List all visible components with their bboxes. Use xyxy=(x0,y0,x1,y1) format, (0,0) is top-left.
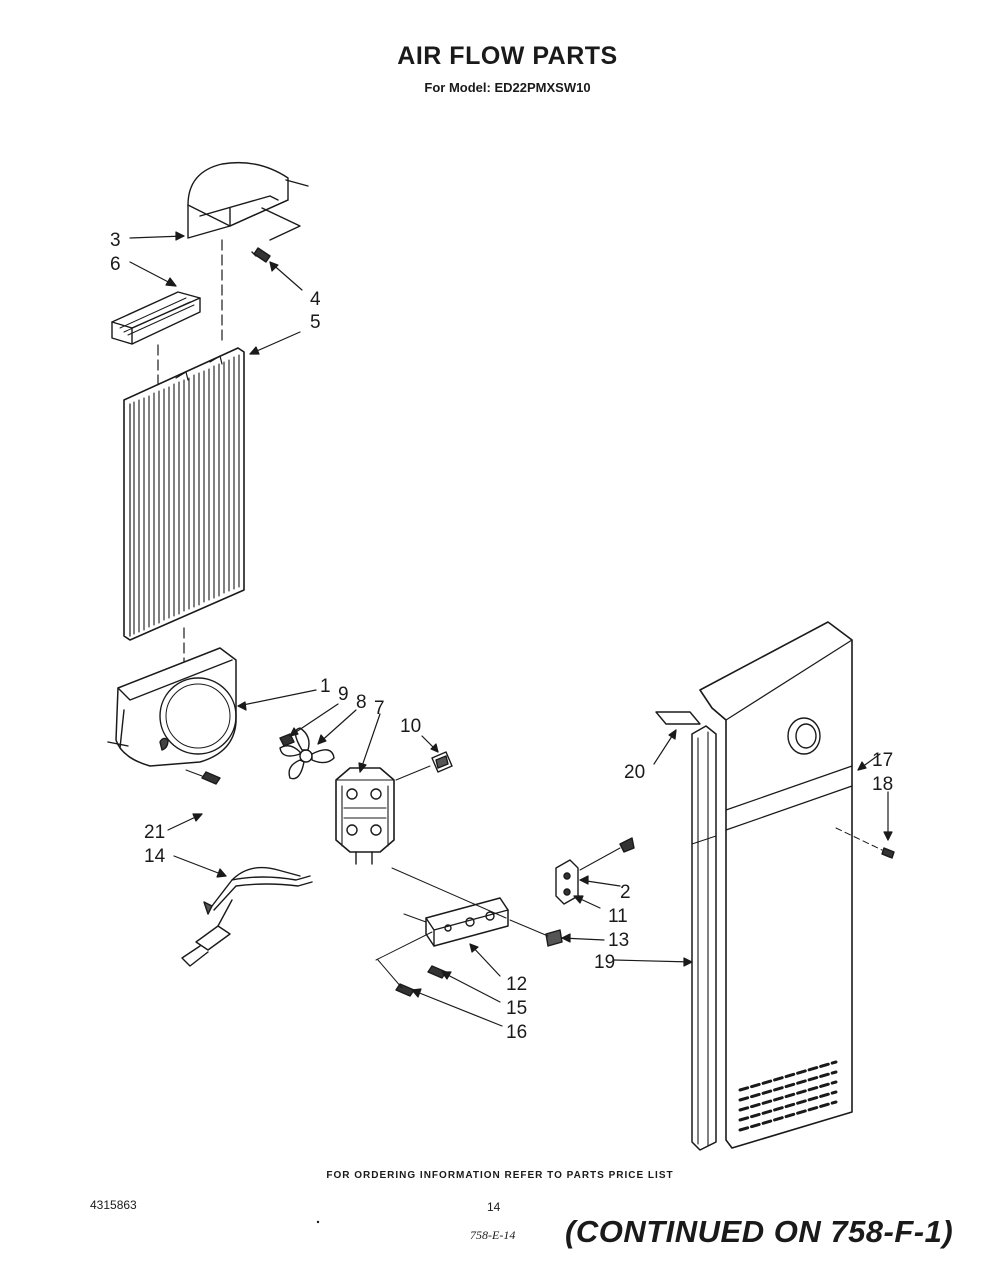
document-number: 4315863 xyxy=(90,1198,137,1212)
wire-harness-part xyxy=(181,866,313,967)
callout-12: 12 xyxy=(506,974,527,995)
callout-21: 21 xyxy=(144,822,165,843)
callout-17: 17 xyxy=(872,750,893,771)
duct-cover-part xyxy=(187,161,309,241)
screw-part-15 xyxy=(427,965,447,979)
nut-part-13 xyxy=(545,929,563,947)
screw-part-2 xyxy=(619,837,635,853)
callout-16: 16 xyxy=(506,1022,527,1043)
ordering-info-note: FOR ORDERING INFORMATION REFER TO PARTS … xyxy=(326,1170,674,1181)
rear-air-duct-panel xyxy=(699,621,853,1149)
callout-labels: 3 6 4 5 1 9 8 7 10 21 14 20 17 18 2 11 1… xyxy=(110,230,893,1043)
fan-blade-part xyxy=(279,727,335,780)
fan-shroud-part xyxy=(107,647,237,767)
screw-part-18 xyxy=(881,847,895,859)
nut-part-9 xyxy=(279,733,295,747)
screw-part-16 xyxy=(395,983,415,997)
callout-13: 13 xyxy=(608,930,629,951)
callout-3: 3 xyxy=(110,230,121,251)
callout-leaders xyxy=(129,231,893,1027)
screw-part-21 xyxy=(201,771,221,785)
callout-5: 5 xyxy=(310,312,321,333)
callout-15: 15 xyxy=(506,998,527,1019)
callout-14: 14 xyxy=(144,846,166,867)
mounting-bracket-part xyxy=(403,897,509,947)
callout-8: 8 xyxy=(356,692,367,713)
evaporator-cover-panel xyxy=(123,347,245,641)
model-subtitle: For Model: ED22PMXSW10 xyxy=(424,80,591,95)
callout-19: 19 xyxy=(594,952,615,973)
callout-11: 11 xyxy=(608,906,628,927)
callout-20: 20 xyxy=(624,762,645,783)
fan-motor-part xyxy=(335,767,395,865)
callout-18: 18 xyxy=(872,774,893,795)
callout-10: 10 xyxy=(400,716,421,737)
handwritten-reference: 758-E-14 xyxy=(470,1228,516,1242)
callout-6: 6 xyxy=(110,254,121,275)
callout-1: 1 xyxy=(320,676,331,697)
continued-note: (CONTINUED ON 758-F-1) xyxy=(565,1214,954,1249)
grommet-part xyxy=(431,751,453,773)
screw-part-4 xyxy=(251,247,271,263)
callout-2: 2 xyxy=(620,882,631,903)
diagram-title: AIR FLOW PARTS xyxy=(397,42,618,70)
callout-9: 9 xyxy=(338,684,349,705)
page-number: 14 xyxy=(487,1200,501,1214)
callout-7: 7 xyxy=(374,698,385,719)
grille-part xyxy=(111,291,201,345)
trim-strip-part-20 xyxy=(655,711,701,725)
air-channel-part-19 xyxy=(691,725,717,1151)
callout-4: 4 xyxy=(310,289,321,310)
